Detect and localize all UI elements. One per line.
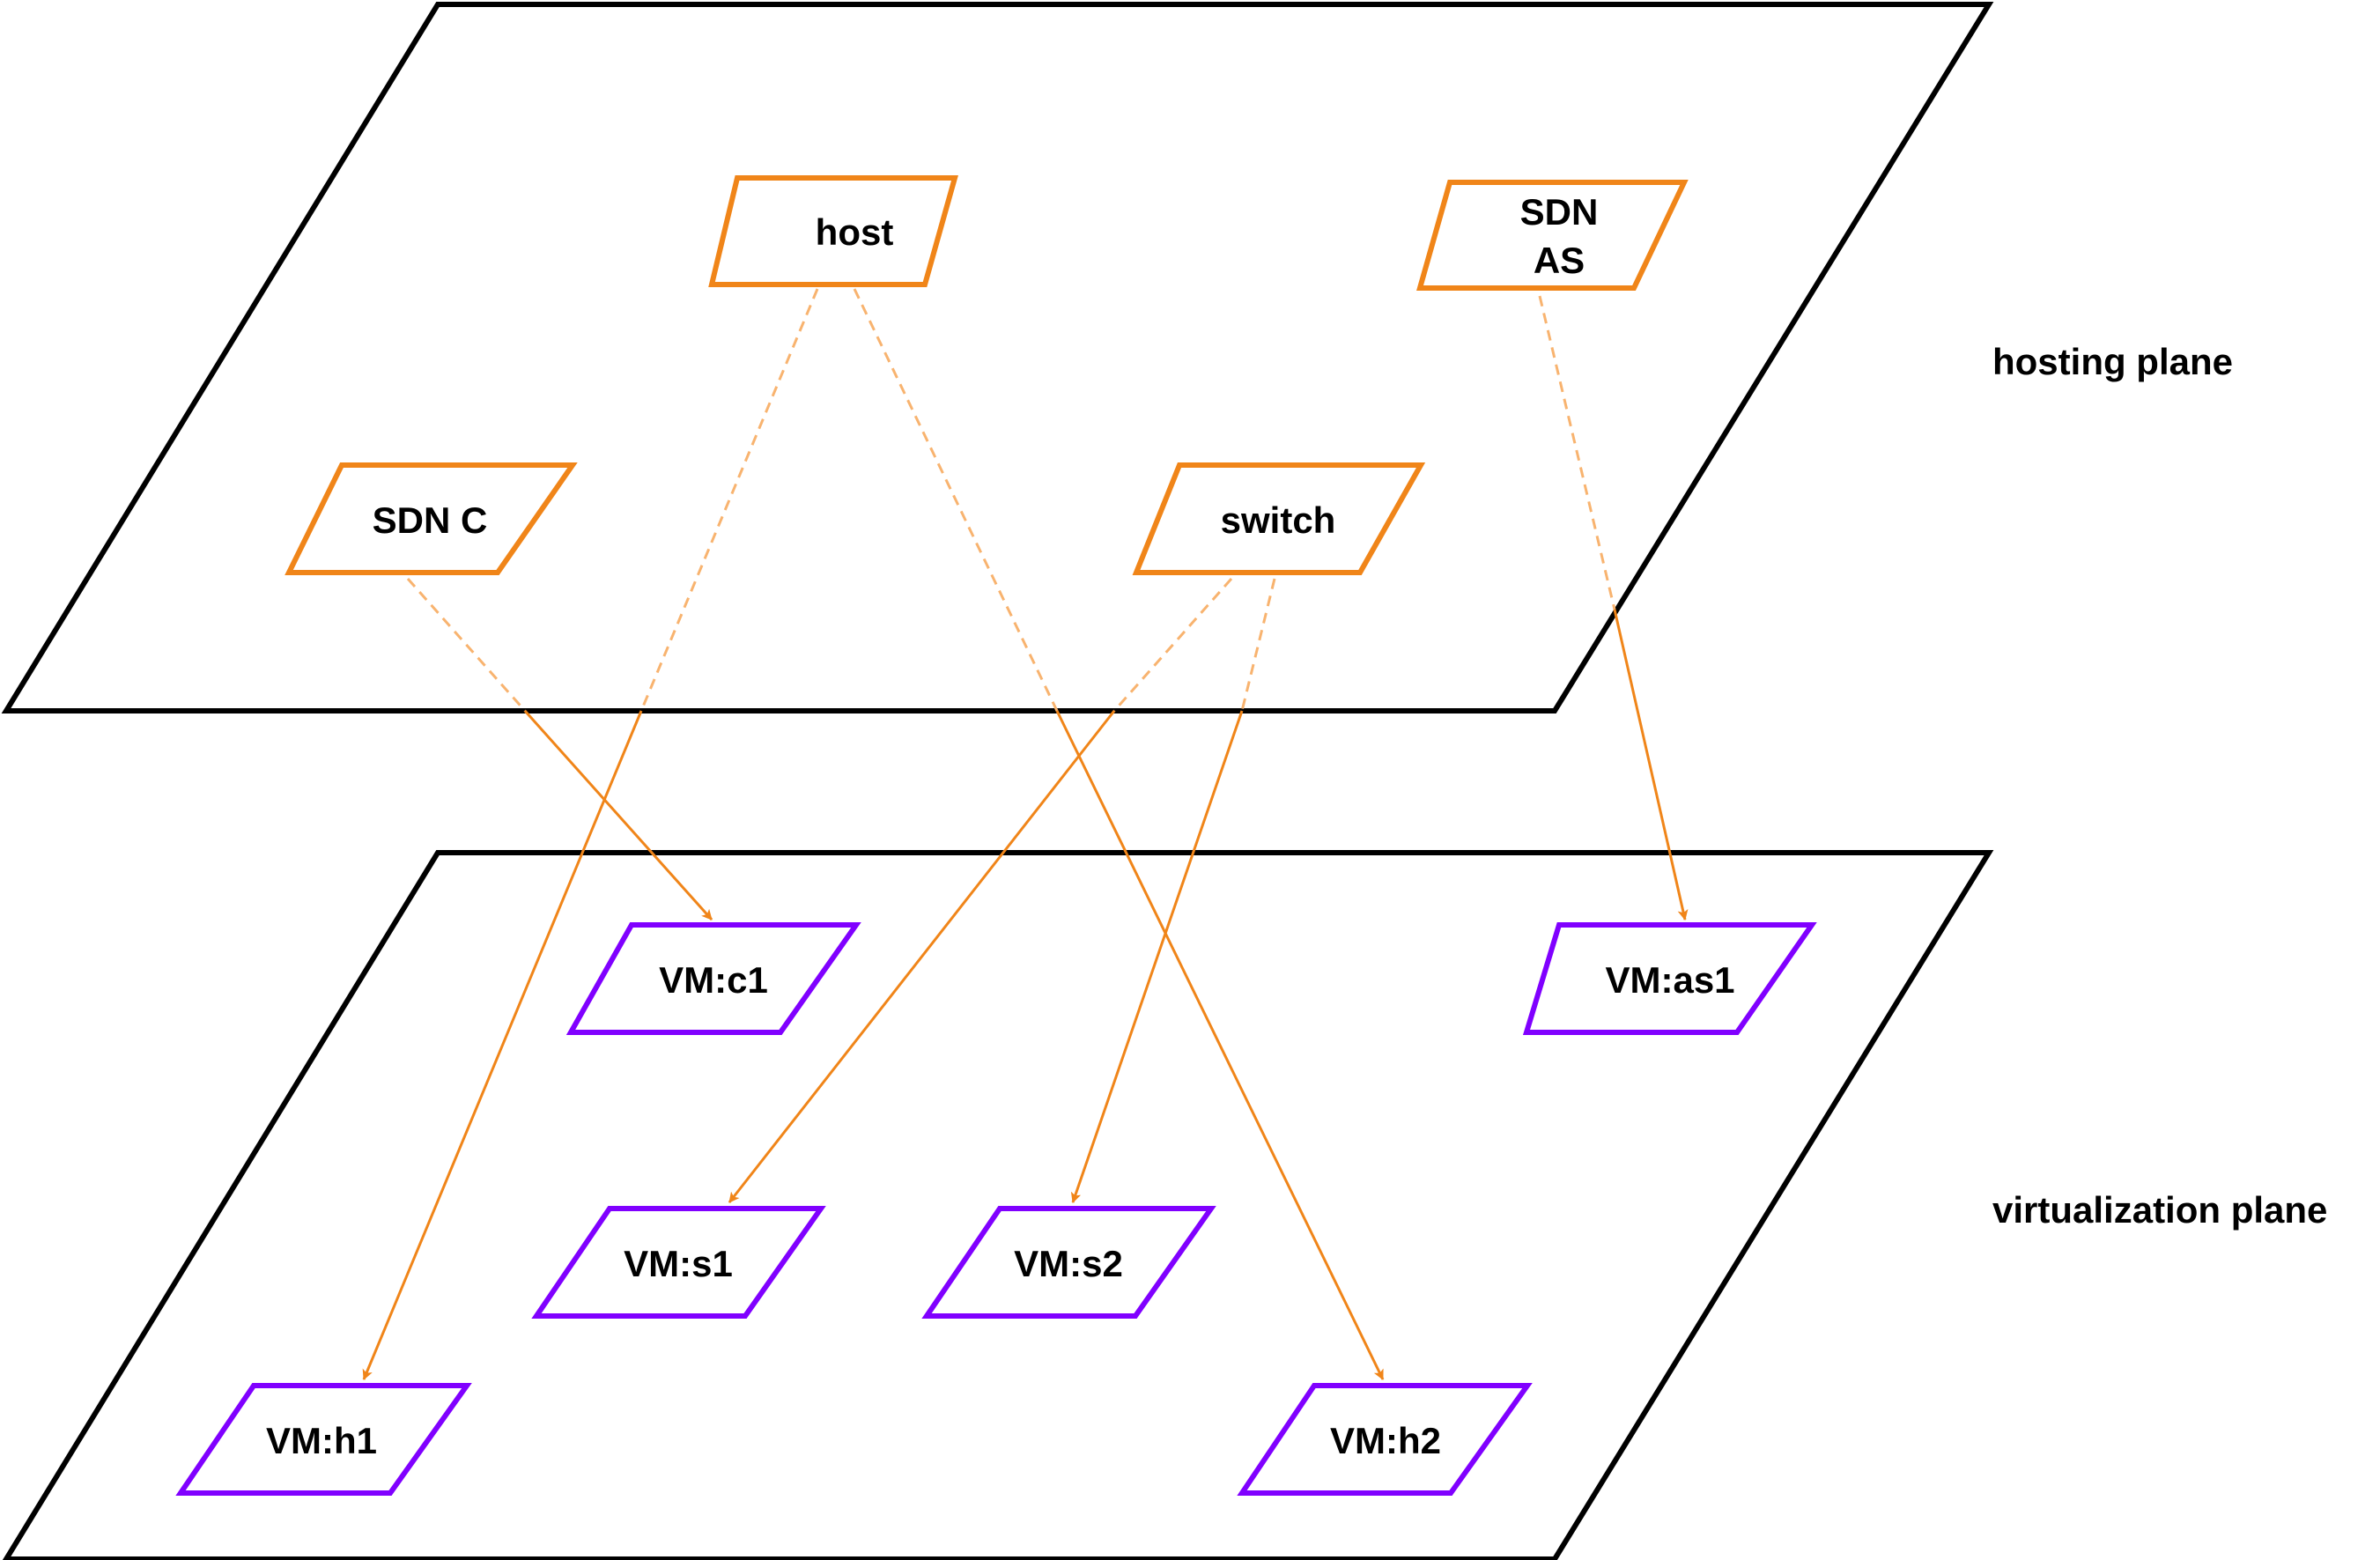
node-sdn-as-label-line2: AS [1534, 240, 1585, 281]
node-vm-h1-shape [175, 1383, 472, 1496]
node-sdn-as-label-line1: SDN [1520, 191, 1599, 233]
mapping-dashed-segment [406, 578, 527, 712]
mapping-switch-to-s1 [728, 578, 1233, 1203]
node-vm-as1[interactable]: VM:as1 [1522, 922, 1817, 1035]
node-sdn-c-shape [285, 462, 578, 575]
hosting-plane-label: hosting plane [1992, 341, 2233, 382]
virtualization-plane [2, 850, 1994, 1560]
node-vm-c1-label: VM:c1 [659, 959, 768, 1001]
mapping-dashed-segment [1112, 578, 1233, 712]
node-host[interactable]: host [708, 175, 958, 287]
node-vm-c1-shape [565, 922, 861, 1035]
mapping-arrow-segment [1055, 710, 1385, 1380]
mapping-arrow-segment [728, 710, 1116, 1203]
node-sdn-as[interactable]: SDN AS [1416, 180, 1689, 291]
mapping-host-to-h1 [362, 288, 819, 1380]
node-switch[interactable]: switch [1132, 462, 1426, 575]
mapping-dashed-segment [1538, 295, 1616, 610]
node-vm-s1-shape [531, 1206, 826, 1319]
node-switch-label: switch [1221, 499, 1336, 541]
node-vm-s1-label: VM:s1 [624, 1243, 733, 1284]
mapping-host-to-h2 [853, 288, 1385, 1380]
node-vm-h1[interactable]: VM:h1 [175, 1383, 472, 1496]
node-vm-as1-shape [1522, 922, 1817, 1035]
node-vm-h2-shape [1237, 1383, 1533, 1496]
mapping-switch-to-s2 [1070, 578, 1276, 1203]
virtualization-plane-label: virtualization plane [1992, 1189, 2327, 1231]
node-sdn-c[interactable]: SDN C [285, 462, 578, 575]
hosting-plane [1, 1, 1994, 713]
mapping-arrow-segment [362, 710, 643, 1380]
node-vm-h2[interactable]: VM:h2 [1237, 1383, 1533, 1496]
mapping-dashed-segment [853, 288, 1059, 712]
node-sdn-c-label: SDN C [373, 499, 488, 541]
node-vm-h2-label: VM:h2 [1330, 1420, 1441, 1461]
node-sdn-as-shape [1416, 180, 1689, 291]
node-vm-c1[interactable]: VM:c1 [565, 922, 861, 1035]
mapping-dashed-segment [639, 288, 819, 712]
node-vm-s1[interactable]: VM:s1 [531, 1206, 826, 1319]
mapping-arrow-segment [1613, 609, 1689, 920]
node-switch-shape [1132, 462, 1426, 575]
node-vm-as1-label: VM:as1 [1605, 959, 1734, 1001]
node-host-label: host [816, 211, 894, 253]
mapping-arrow-segment [523, 709, 713, 921]
mapping-sdn-as-to-as1 [1538, 295, 1689, 920]
node-vm-s2-shape [921, 1206, 1216, 1319]
node-vm-h1-label: VM:h1 [266, 1420, 377, 1461]
node-vm-s2[interactable]: VM:s2 [921, 1206, 1216, 1319]
mapping-sdn-c-to-c1 [406, 578, 713, 921]
node-vm-s2-label: VM:s2 [1014, 1243, 1123, 1284]
mapping-arrow-segment [1070, 710, 1244, 1203]
mapping-dashed-segment [1240, 578, 1276, 712]
node-host-shape [708, 175, 958, 287]
